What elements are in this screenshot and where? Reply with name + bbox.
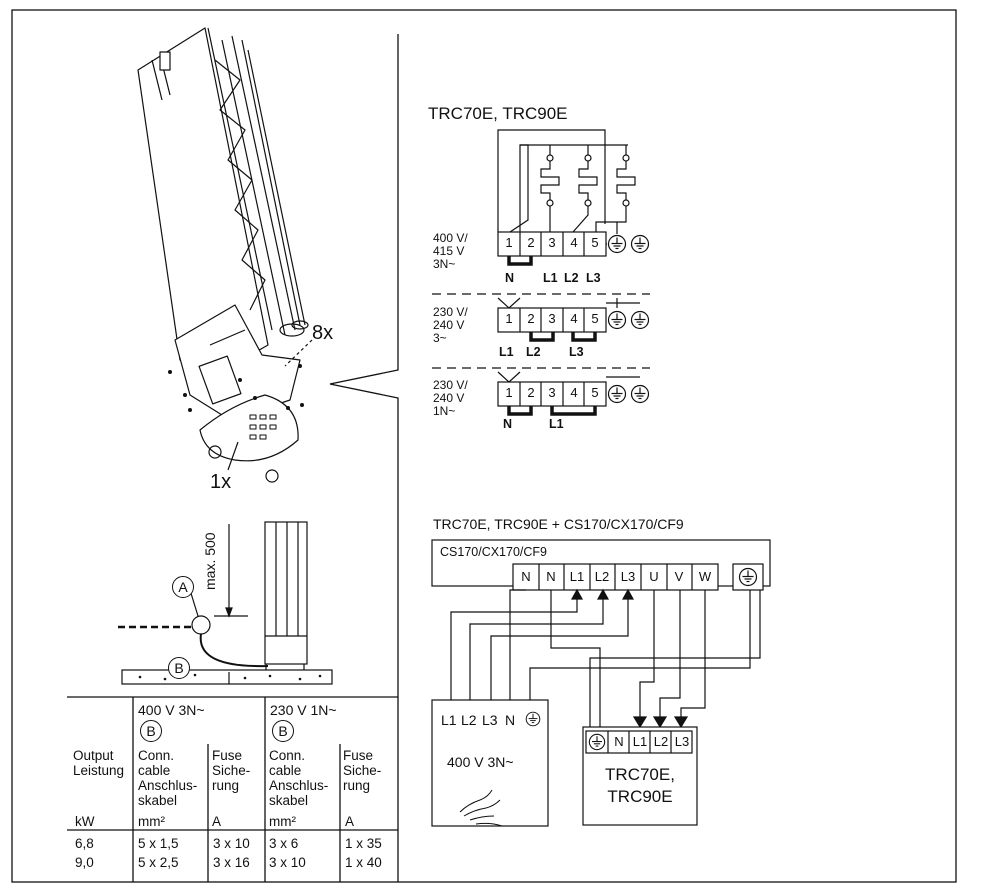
config-voltage-label: 400 V/ 415 V 3N~ [433,231,468,271]
terminal-number: 5 [591,235,599,250]
table-unit-a-400v: A [212,814,222,829]
table-cell: 6,8 [75,836,94,851]
table-cell: 5 x 2,5 [138,855,179,870]
unit-terminal-label: L3 [620,569,636,584]
terminal-number: 5 [591,385,599,400]
callout-b: B [168,657,190,679]
heater-exploded-illustration [137,27,313,483]
control-wiring-lines [431,539,771,827]
control-title: TRC70E, TRC90E + CS170/CX170/CF9 [433,516,684,532]
wiring-diagram-lines [432,129,650,416]
phase-label: N [505,271,515,285]
table-output-label: Output Leistung [73,748,125,778]
terminal-number: 4 [570,385,578,400]
table-unit-mm2-400v: mm² [138,814,165,829]
screws-count-label: 8x [312,322,334,344]
max-distance-label: max. 500 [202,532,218,590]
terminal-number: 1 [505,235,513,250]
cover-count-label: 1x [210,471,232,493]
supply-voltage-label: 400 V 3N~ [447,754,514,770]
table-cell: 3 x 10 [269,855,306,870]
heater-terminal-label: L3 [674,734,690,749]
table-cell: 5 x 1,5 [138,836,179,851]
table-unit-mm2-230v: mm² [269,814,296,829]
phase-label: L3 [586,271,601,285]
terminal-number: 3 [548,235,556,250]
config-voltage-label: 230 V/ 240 V 3~ [433,305,468,345]
heater-terminal-label: L1 [632,734,648,749]
phase-label: L1 [549,417,564,431]
table-fuse-label-400v: Fuse Siche- rung [212,748,251,793]
table-cable-label-230v: Conn. cable Anschlus- skabel [269,748,329,808]
table-cell: 1 x 40 [345,855,382,870]
supply-terminal-label: N [505,712,516,728]
installation-side-view [118,521,333,685]
table-col-header-400v: 400 V 3N~ [138,702,205,718]
unit-terminal-label: N [521,569,531,584]
table-cell: 3 x 16 [213,855,250,870]
terminal-number: 2 [527,385,535,400]
control-unit-label: CS170/CX170/CF9 [440,545,548,559]
unit-terminal-label: N [546,569,556,584]
config-voltage-label: 230 V/ 240 V 1N~ [433,378,468,418]
table-unit-a-230v: A [345,814,355,829]
callout-a: A [172,576,194,598]
phase-label: L2 [526,345,541,359]
table-cell: 9,0 [75,855,94,870]
phase-label: L1 [499,345,514,359]
supply-terminal-label: L3 [482,712,498,728]
table-circle-b-230v: B [272,720,294,742]
terminal-number: 3 [548,385,556,400]
terminal-number: 4 [570,235,578,250]
table-circle-b-400v: B [140,720,162,742]
terminal-number: 2 [527,311,535,326]
table-fuse-label-230v: Fuse Siche- rung [343,748,382,793]
terminal-number: 1 [505,385,513,400]
heater-terminal-label: N [614,734,624,749]
supply-terminal-label: L2 [461,712,477,728]
table-cell: 3 x 6 [269,836,299,851]
unit-terminal-label: U [649,569,659,584]
terminal-number: 5 [591,311,599,326]
terminal-number: 4 [570,311,578,326]
table-cell: 3 x 10 [213,836,250,851]
table-col-header-230v: 230 V 1N~ [270,702,337,718]
unit-terminal-label: W [698,569,712,584]
unit-terminal-label: V [674,569,684,584]
table-cell: 1 x 35 [345,836,382,851]
heater-terminal-label: L2 [653,734,669,749]
table-cable-label-400v: Conn. cable Anschlus- skabel [138,748,198,808]
phase-label: L1 [543,271,558,285]
heater-model-label: TRC70E, TRC90E [605,765,675,806]
page-frame [11,9,957,883]
terminal-number: 3 [548,311,556,326]
terminal-number: 1 [505,311,513,326]
wiring-title: TRC70E, TRC90E [428,104,568,123]
phase-label: L3 [569,345,584,359]
phase-label: N [503,417,513,431]
terminal-number: 2 [527,235,535,250]
unit-terminal-label: L1 [569,569,585,584]
unit-terminal-label: L2 [594,569,610,584]
supply-terminal-label: L1 [441,712,457,728]
table-unit-kw: kW [75,814,95,829]
phase-label: L2 [564,271,579,285]
